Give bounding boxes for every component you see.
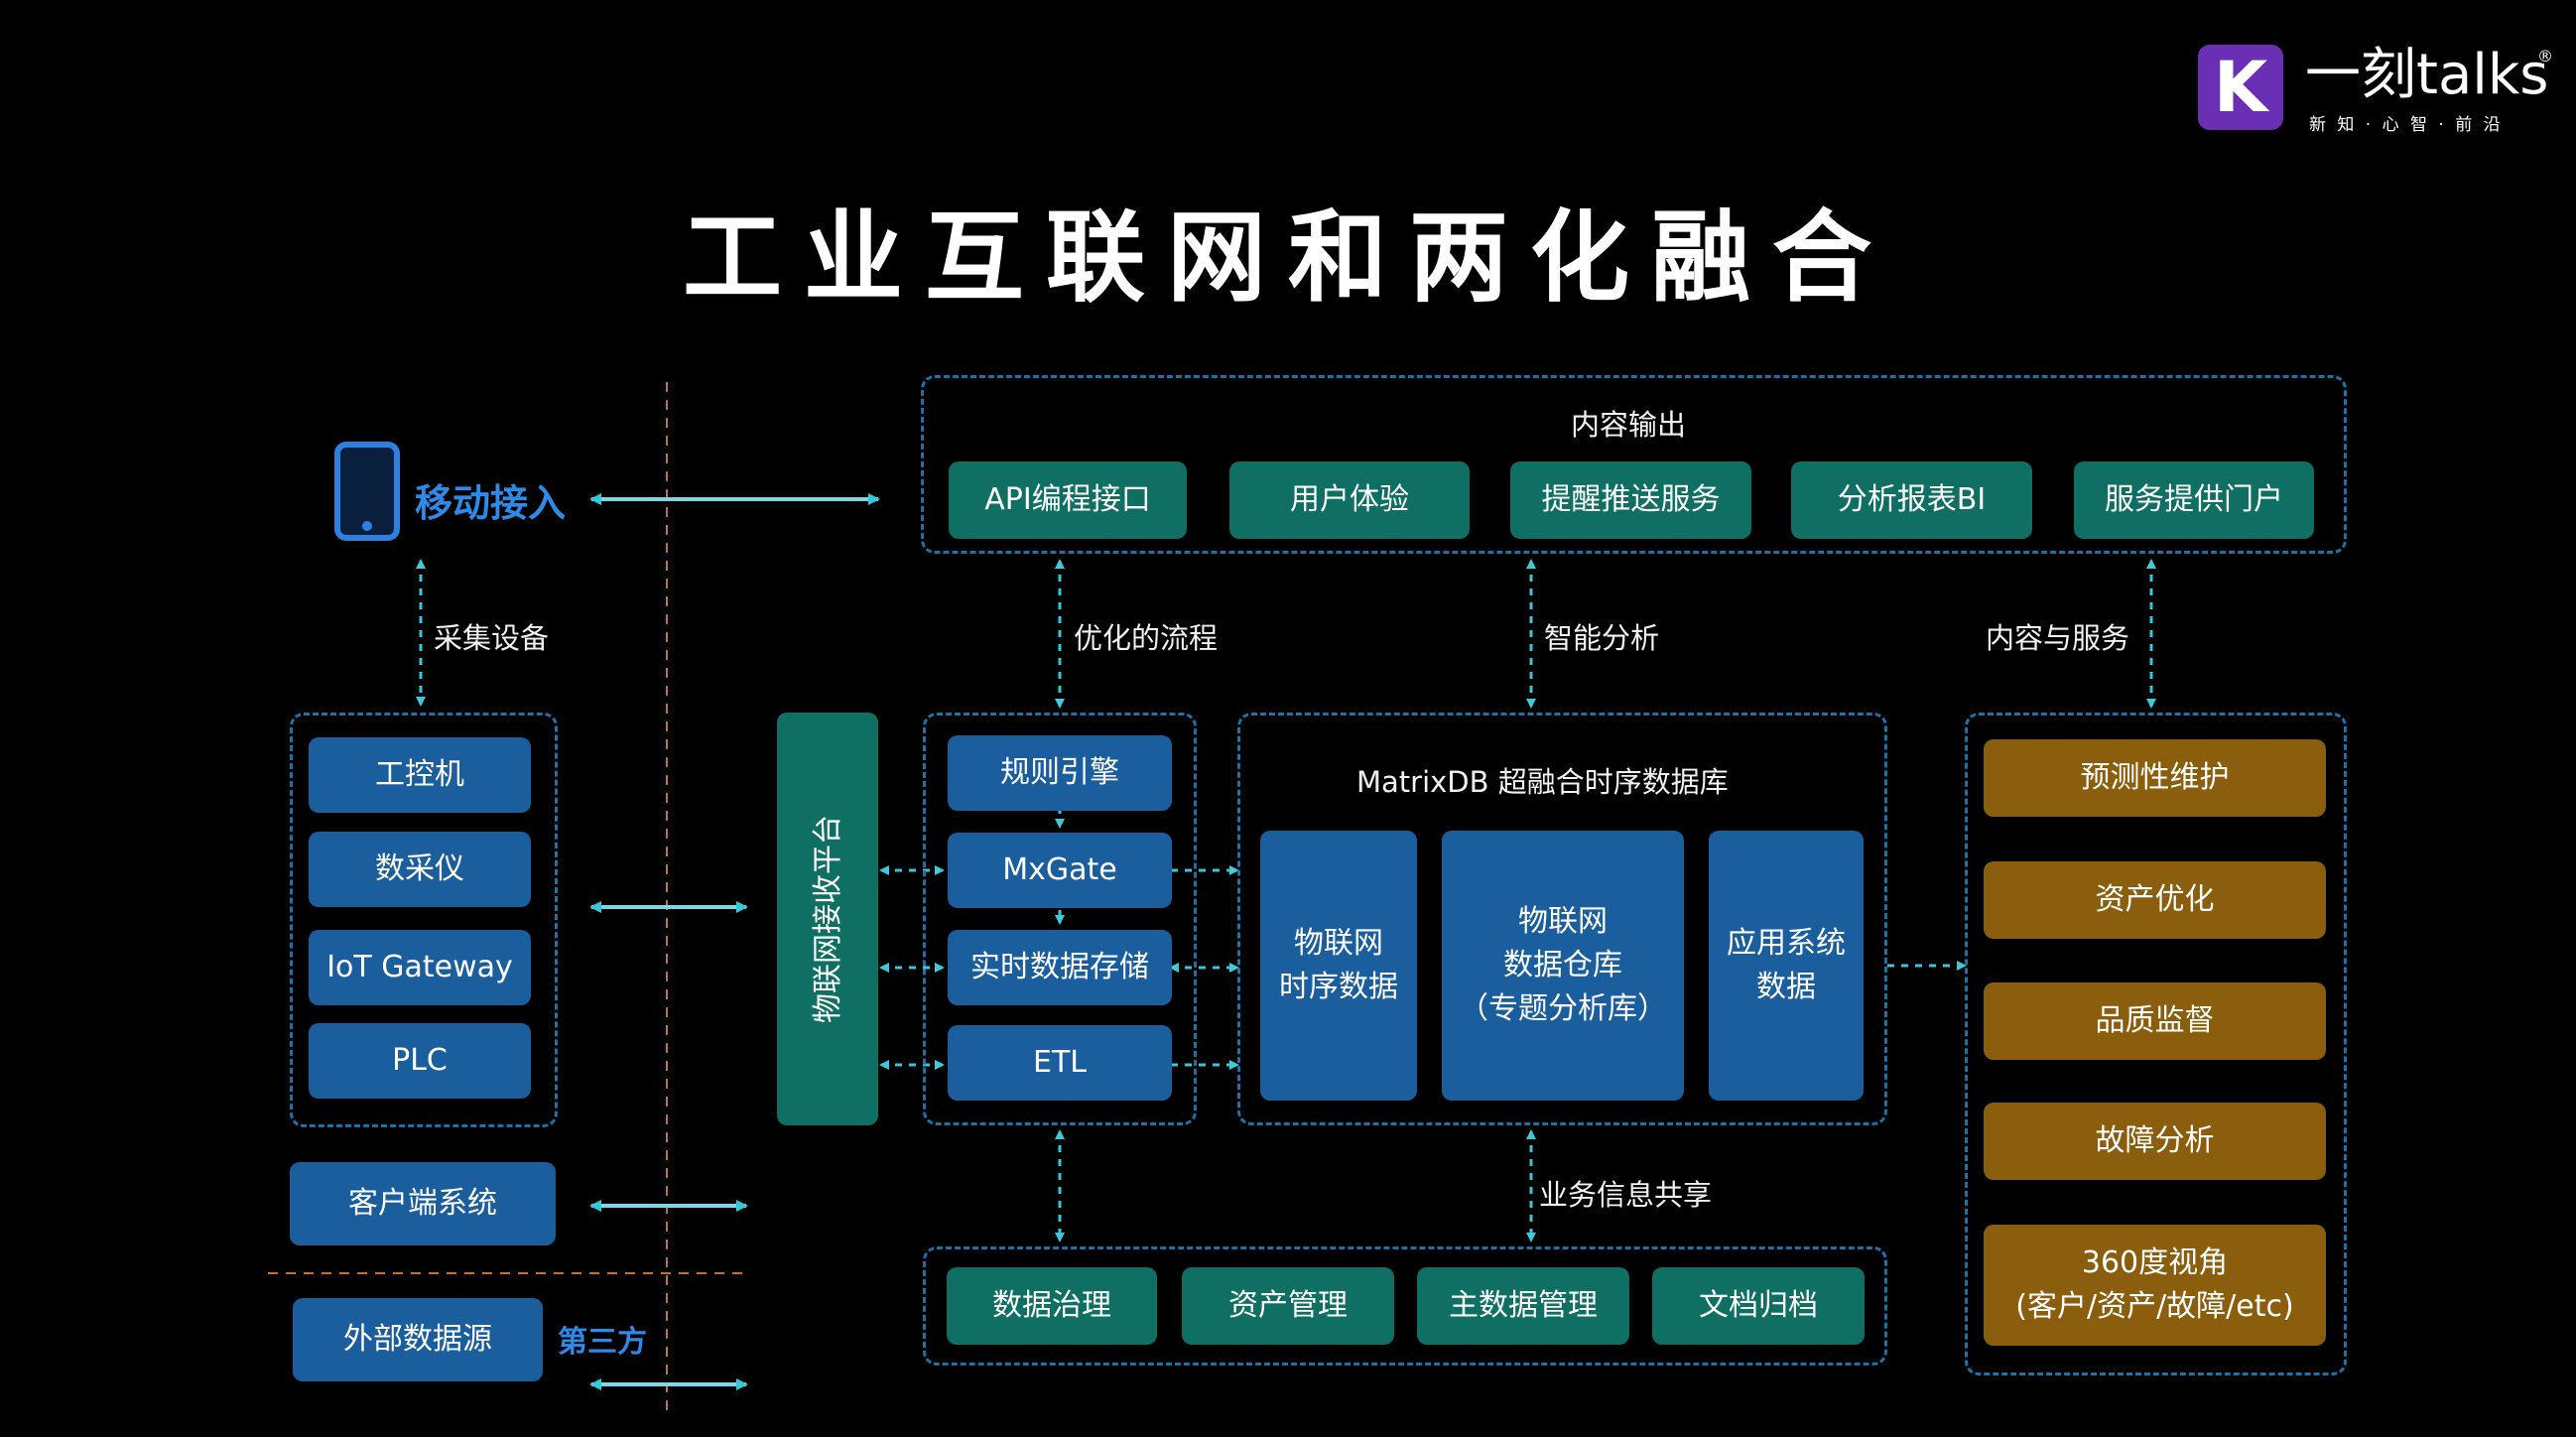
device-plc: PLC: [309, 1023, 531, 1099]
external-data-source: 外部数据源: [293, 1298, 543, 1381]
asset-optimization: 资产优化: [1984, 861, 2326, 939]
matrixdb-group: [1237, 713, 1887, 1125]
logo-tagline: 新 知 · 心 智 · 前 沿: [2309, 115, 2504, 135]
devices-group: [290, 713, 558, 1127]
data-governance: 数据治理: [947, 1267, 1157, 1345]
optimized-flow-label: 优化的流程: [1074, 621, 1219, 655]
mxgate: MxGate: [948, 833, 1172, 908]
biz-info-share-label: 业务信息共享: [1539, 1178, 1713, 1212]
governance-group: [923, 1246, 1887, 1366]
logo-registered: ®: [2537, 47, 2553, 65]
master-data-management: 主数据管理: [1417, 1267, 1629, 1345]
logo-mark: K: [2198, 45, 2283, 130]
realtime-storage: 实时数据存储: [948, 930, 1172, 1005]
view-360: 360度视角 (客户/资产/故障/etc): [1984, 1225, 2326, 1346]
content-service-label: 内容与服务: [1986, 621, 2130, 655]
predictive-maintenance: 预测性维护: [1984, 739, 2326, 817]
process-group: [923, 713, 1197, 1125]
rule-engine: 规则引擎: [948, 735, 1172, 811]
output-api: API编程接口: [949, 461, 1187, 539]
output-push: 提醒推送服务: [1510, 461, 1751, 539]
quality-supervision: 品质监督: [1984, 982, 2326, 1060]
third-party-label: 第三方: [558, 1325, 647, 1360]
device-iot-gateway: IoT Gateway: [309, 930, 531, 1005]
asset-management: 资产管理: [1182, 1267, 1394, 1345]
iot-platform: 物联网接收平台: [777, 713, 878, 1125]
services-group: [1965, 713, 2347, 1375]
iot-platform-label: 物联网接收平台: [811, 815, 845, 1023]
etl: ETL: [948, 1025, 1172, 1101]
smart-analysis-label: 智能分析: [1544, 621, 1660, 655]
fault-analysis: 故障分析: [1984, 1103, 2326, 1180]
mobile-icon: [334, 442, 400, 541]
content-output-title: 内容输出: [1571, 408, 1687, 442]
collect-devices-label: 采集设备: [434, 621, 550, 655]
output-portal: 服务提供门户: [2074, 461, 2314, 539]
app-system-data: 应用系统 数据: [1709, 831, 1864, 1101]
iot-data-warehouse: 物联网 数据仓库 （专题分析库）: [1442, 831, 1684, 1101]
logo: K 一刻talks ® 新 知 · 心 智 · 前 沿: [2198, 43, 2565, 139]
document-archive: 文档归档: [1652, 1267, 1865, 1345]
mobile-icon-home: [362, 521, 372, 531]
logo-brand: 一刻talks: [2305, 43, 2549, 107]
client-system: 客户端系统: [290, 1162, 556, 1245]
device-ipc: 工控机: [309, 737, 531, 813]
output-bi: 分析报表BI: [1791, 461, 2032, 539]
matrixdb-title: MatrixDB 超融合时序数据库: [1356, 765, 1729, 799]
output-ux: 用户体验: [1229, 461, 1470, 539]
device-data-collector: 数采仪: [309, 832, 531, 907]
mobile-access-label: 移动接入: [415, 481, 567, 525]
content-output-group: [921, 375, 2347, 554]
page-title: 工业互联网和两化融合: [683, 199, 1893, 316]
iot-timeseries-data: 物联网 时序数据: [1260, 831, 1417, 1101]
